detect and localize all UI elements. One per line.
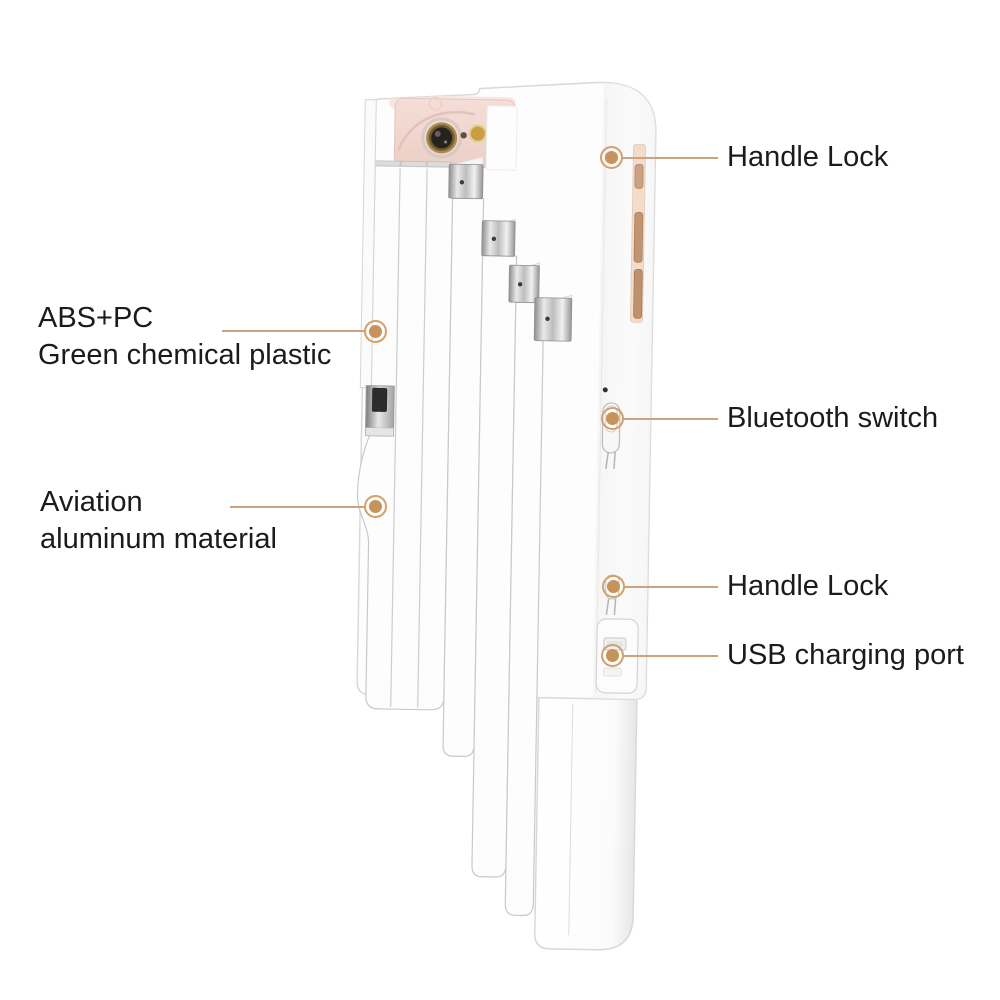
callout-label: ABS+PC Green chemical plastic bbox=[38, 300, 331, 374]
mute-switch bbox=[634, 163, 644, 189]
arm-hinges bbox=[448, 163, 573, 342]
callout-text: Handle Lock bbox=[727, 570, 889, 602]
rear-microphone bbox=[460, 132, 467, 139]
camera-flash bbox=[468, 124, 487, 143]
callout-text: aluminum material bbox=[40, 523, 277, 555]
callout-text: Aviation bbox=[40, 486, 143, 518]
callout-text: ABS+PC bbox=[38, 302, 154, 334]
callout-line bbox=[623, 655, 718, 657]
apple-logo-hint bbox=[428, 97, 443, 111]
callout-line bbox=[230, 506, 366, 508]
callout-dot bbox=[364, 495, 387, 518]
hinge-1 bbox=[448, 163, 484, 199]
clamp-lock bbox=[364, 385, 395, 437]
hinge-4 bbox=[533, 297, 573, 342]
callout-dot bbox=[600, 146, 623, 169]
callout-line bbox=[623, 418, 718, 420]
callout-line bbox=[624, 586, 718, 588]
callout-label: USB charging port bbox=[727, 637, 964, 674]
callout-dot bbox=[601, 407, 624, 430]
arm-segment-1 bbox=[356, 165, 454, 711]
volume-up-button bbox=[633, 211, 644, 263]
hinge-2 bbox=[481, 220, 516, 257]
callout-dot bbox=[602, 575, 625, 598]
callout-label: Aviation aluminum material bbox=[40, 484, 277, 558]
callout-line bbox=[222, 330, 366, 332]
arm-segment-4 bbox=[504, 301, 545, 917]
callout-text: USB charging port bbox=[727, 639, 964, 671]
callout-dot bbox=[601, 644, 624, 667]
callout-text: Handle Lock bbox=[727, 141, 889, 173]
phone-side-buttons bbox=[630, 143, 647, 323]
selfie-stick-arms bbox=[356, 156, 573, 917]
case-tab bbox=[485, 105, 518, 171]
callout-label: Handle Lock bbox=[727, 139, 888, 176]
callout-label: Handle Lock bbox=[727, 568, 888, 605]
case-left-wall bbox=[359, 99, 395, 437]
callout-text: Green chemical plastic bbox=[38, 339, 332, 371]
callout-text: Bluetooth switch bbox=[727, 402, 939, 434]
callout-dot bbox=[364, 320, 387, 343]
volume-down-button bbox=[633, 268, 643, 319]
hinge-3 bbox=[508, 264, 540, 303]
camera-cutout bbox=[393, 97, 518, 171]
callout-label: Bluetooth switch bbox=[727, 400, 938, 437]
phone-camera bbox=[421, 117, 463, 159]
callout-line bbox=[622, 157, 718, 159]
